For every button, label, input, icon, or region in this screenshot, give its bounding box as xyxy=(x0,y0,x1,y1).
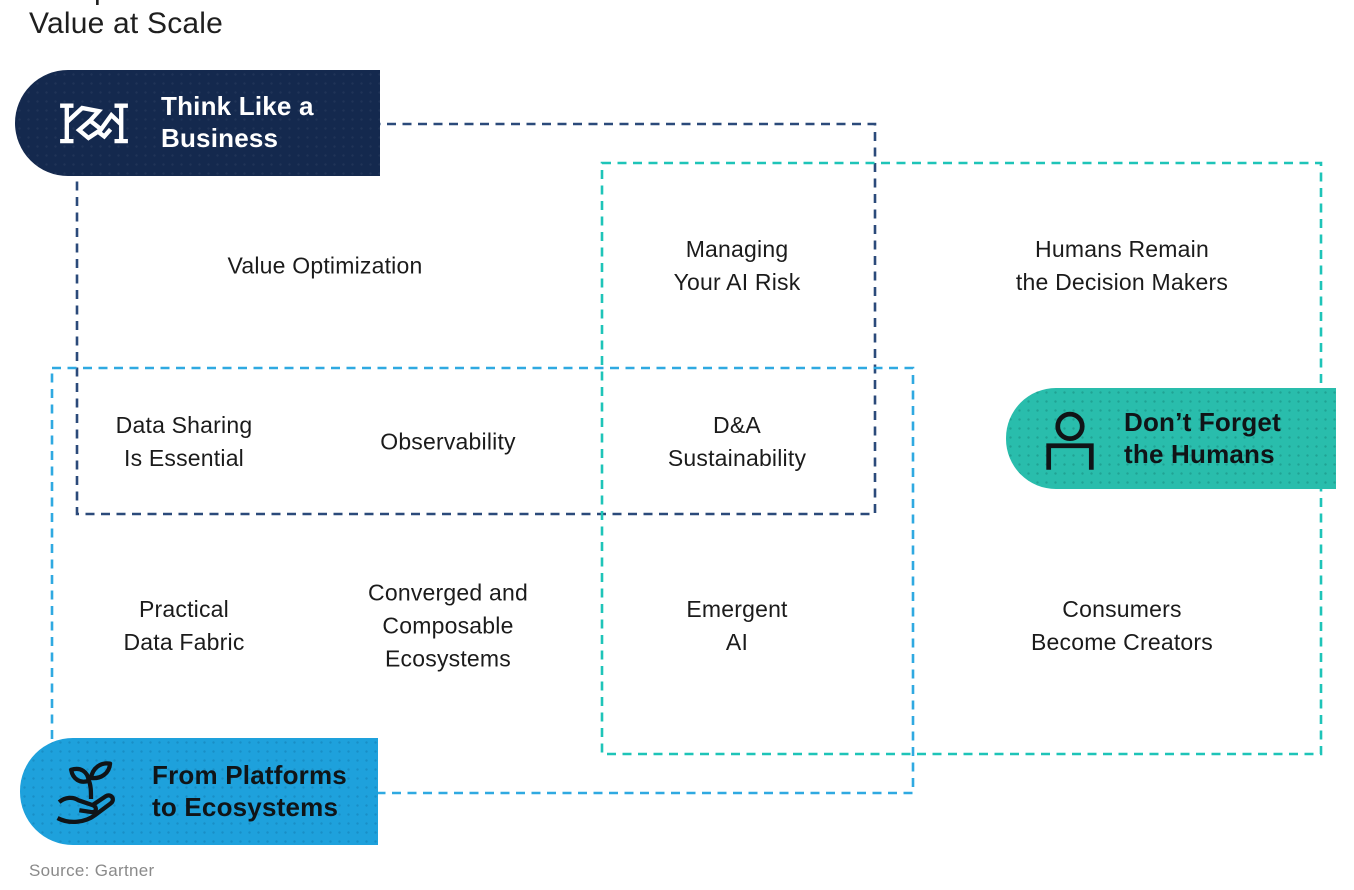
theme-pill-think-like-a-business: Think Like a Business xyxy=(15,70,380,176)
handshake-icon xyxy=(53,92,135,154)
source-note: Source: Gartner xyxy=(29,861,155,880)
trend-label-value-optimization: Value Optimization xyxy=(227,252,423,279)
trend-label-converged-and-composable-ecosystems: Converged and Composable Ecosystems xyxy=(368,579,528,672)
theme-pill-label: Don’t Forget the Humans xyxy=(1124,406,1281,469)
think-like-a-business-region xyxy=(75,122,877,516)
trend-label-humans-remain-the-decision-makers: Humans Remain the Decision Makers xyxy=(1015,236,1229,295)
theme-pill-from-platforms-to-ecosystems: From Platforms to Ecosystems xyxy=(20,738,378,845)
page-title: Value at Scale xyxy=(29,7,224,40)
person-icon xyxy=(1040,408,1100,470)
trend-label-da-sustainability: D&A Sustainability xyxy=(667,412,807,471)
trend-label-consumers-become-creators: Consumers Become Creators xyxy=(1031,596,1213,655)
from-platforms-to-ecosystems-region xyxy=(50,366,915,795)
clipped-title-fragment: p xyxy=(92,0,132,7)
theme-pill-label: From Platforms to Ecosystems xyxy=(152,759,347,822)
theme-pill-label: Think Like a Business xyxy=(161,91,314,153)
trend-label-emergent-ai: Emergent AI xyxy=(686,596,788,655)
trend-label-data-sharing-is-essential: Data Sharing Is Essential xyxy=(115,412,253,471)
trend-label-managing-your-ai-risk: Managing Your AI Risk xyxy=(673,236,801,295)
trend-label-practical-data-fabric: Practical Data Fabric xyxy=(123,596,245,655)
theme-pill-dont-forget-the-humans: Don’t Forget the Humans xyxy=(1006,388,1336,489)
trend-label-observability: Observability xyxy=(380,428,516,455)
hand-plant-icon xyxy=(52,757,130,827)
